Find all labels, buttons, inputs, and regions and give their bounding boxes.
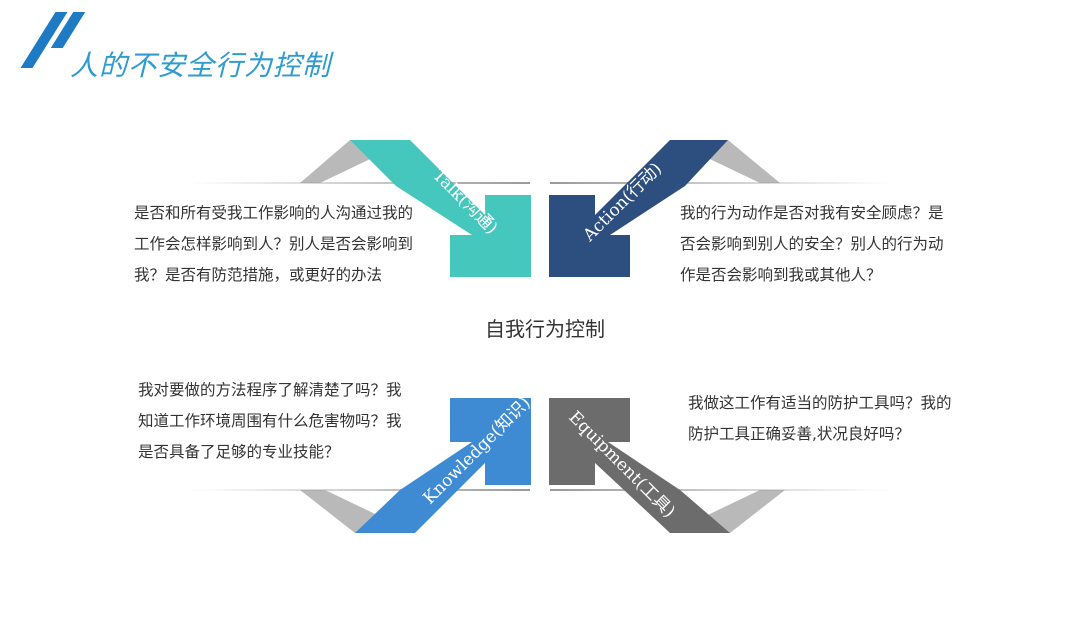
talk-arrow xyxy=(350,140,531,277)
page-title: 人的不安全行为控制 xyxy=(70,49,332,82)
action-description: 我的行为动作是否对我有安全顾虑？是否会影响到别人的安全？别人的行为动作是否会影响… xyxy=(680,204,944,284)
separator-line-bottom-left xyxy=(190,489,530,491)
separator-line-top-right xyxy=(550,182,890,184)
center-label: 自我行为控制 xyxy=(485,317,605,341)
knowledge-description: 我对要做的方法程序了解清楚了吗？我知道工作环境周围有什么危害物吗？我是否具备了足… xyxy=(138,381,402,461)
equipment-description: 我做这工作有适当的防护工具吗？我的防护工具正确妥善,状况良好吗？ xyxy=(688,394,952,443)
equipment-arrow xyxy=(549,398,730,533)
action-arrow xyxy=(549,140,728,277)
separator-line-top-left xyxy=(190,182,530,184)
separator-line-bottom-right xyxy=(550,489,890,491)
knowledge-arrow xyxy=(355,398,531,533)
talk-description: 是否和所有受我工作影响的人沟通过我的工作会怎样影响到人？别人是否会影响到我？是否… xyxy=(134,204,414,284)
